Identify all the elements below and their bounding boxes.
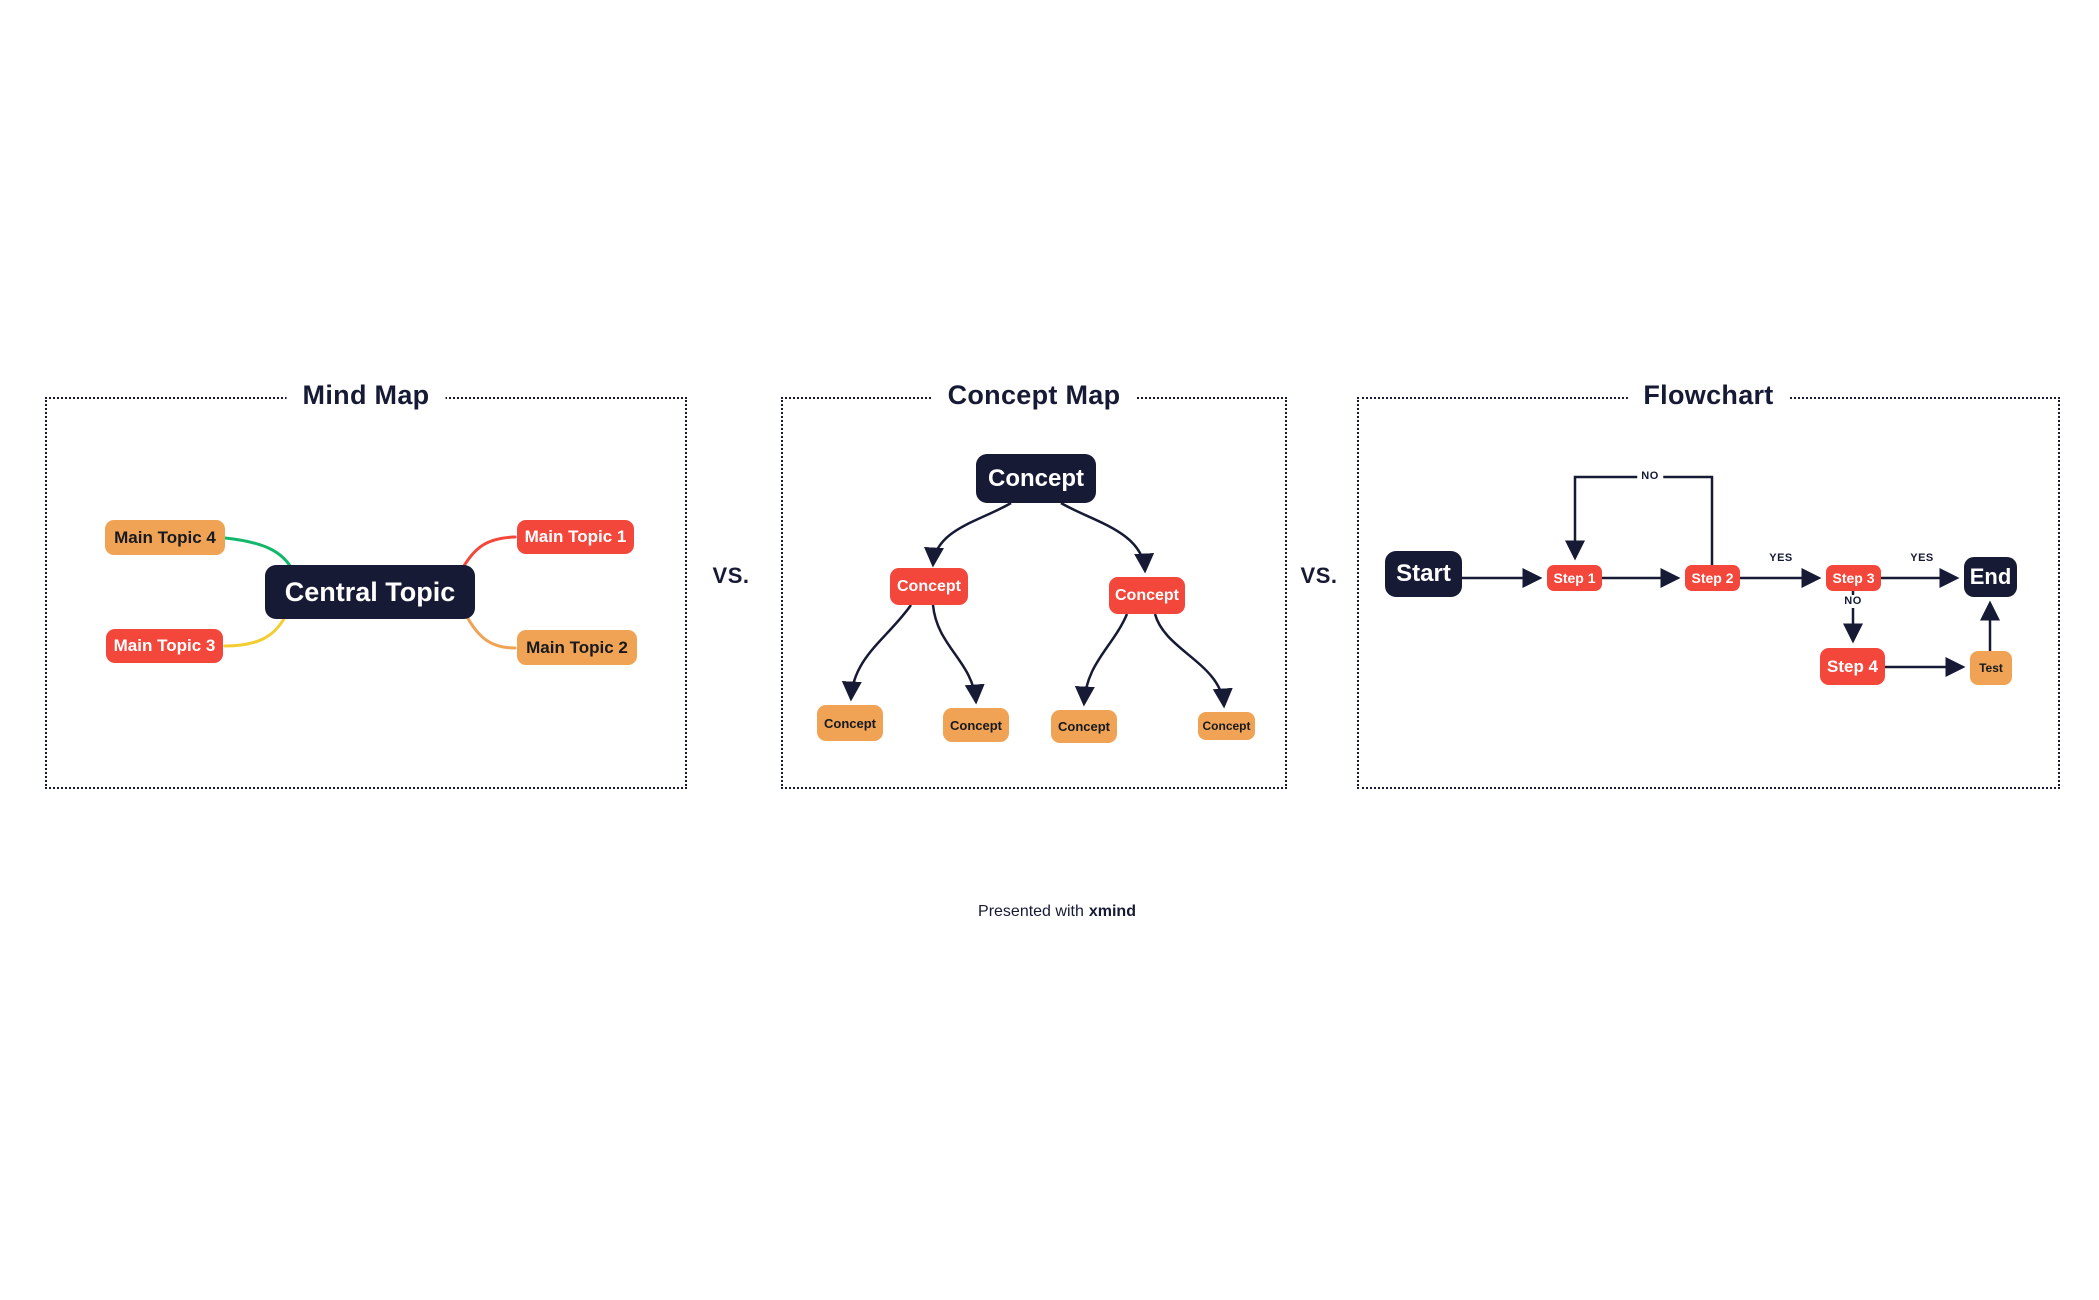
- concept-leaf-1-label: Concept: [824, 715, 876, 731]
- no-down-label: NO: [1840, 595, 1866, 608]
- concept-leaf-3-label: Concept: [1058, 719, 1110, 734]
- main-topic-2-node: Main Topic 2: [517, 630, 637, 665]
- flowchart-title: Flowchart: [1627, 380, 1790, 411]
- concept-root-node: Concept: [976, 454, 1096, 503]
- loop-no-label: NO: [1637, 470, 1663, 483]
- step-1-label: Step 1: [1553, 570, 1596, 586]
- concept-leaf-3-node: Concept: [1051, 710, 1117, 743]
- central-topic-label: Central Topic: [284, 576, 456, 607]
- mind-map-panel: Mind Map Main Topic 4 Main Topic 1 Centr…: [45, 380, 687, 789]
- main-topic-3-label: Main Topic 3: [113, 636, 216, 655]
- concept-leaf-2-node: Concept: [943, 708, 1009, 742]
- concept-branch-right-label: Concept: [1115, 586, 1179, 604]
- flowchart-panel: Flowchart NO YES YES: [1357, 380, 2060, 789]
- concept-branch-left-node: Concept: [890, 568, 968, 605]
- main-topic-1-label: Main Topic 1: [524, 527, 627, 546]
- concept-leaf-4-node: Concept: [1198, 712, 1255, 740]
- vs-separator-1: VS.: [712, 563, 750, 588]
- footer-prefix: Presented with: [978, 903, 1084, 920]
- concept-leaf-4-label: Concept: [1202, 719, 1251, 733]
- step-2-label: Step 2: [1691, 570, 1734, 586]
- start-label: Start: [1396, 560, 1451, 587]
- end-node: End: [1964, 557, 2017, 597]
- yes-label-1: YES: [1769, 552, 1793, 564]
- start-node: Start: [1385, 551, 1462, 597]
- concept-map-title: Concept Map: [931, 380, 1137, 411]
- concept-branch-right-node: Concept: [1109, 577, 1185, 614]
- yes-label-2: YES: [1910, 552, 1934, 564]
- test-node: Test: [1970, 651, 2012, 685]
- step-4-label: Step 4: [1826, 656, 1879, 676]
- footer-brand: xmind: [1088, 903, 1136, 920]
- main-topic-4-label: Main Topic 4: [114, 527, 216, 547]
- concept-branch-left-label: Concept: [897, 577, 961, 595]
- test-label: Test: [1979, 661, 2003, 675]
- central-topic-node: Central Topic: [265, 565, 475, 619]
- concept-map-panel: Concept Map Concept Concept Concept Conc…: [781, 380, 1287, 789]
- flowchart-connectors: [1462, 475, 2000, 677]
- mind-map-title: Mind Map: [286, 380, 446, 411]
- concept-leaf-1-node: Concept: [817, 705, 883, 741]
- concept-leaf-2-label: Concept: [950, 717, 1002, 733]
- main-topic-1-node: Main Topic 1: [517, 520, 634, 554]
- step-2-node: Step 2: [1685, 565, 1740, 591]
- concept-root-label: Concept: [988, 464, 1084, 492]
- vs-separator-2: VS.: [1300, 563, 1338, 588]
- step-3-label: Step 3: [1832, 570, 1875, 586]
- end-label: End: [1969, 564, 2012, 589]
- step-3-node: Step 3: [1826, 565, 1881, 591]
- step-1-node: Step 1: [1547, 565, 1602, 591]
- main-topic-4-node: Main Topic 4: [105, 520, 225, 555]
- main-topic-2-label: Main Topic 2: [526, 637, 628, 657]
- main-topic-3-node: Main Topic 3: [106, 629, 223, 663]
- step-4-node: Step 4: [1820, 648, 1885, 685]
